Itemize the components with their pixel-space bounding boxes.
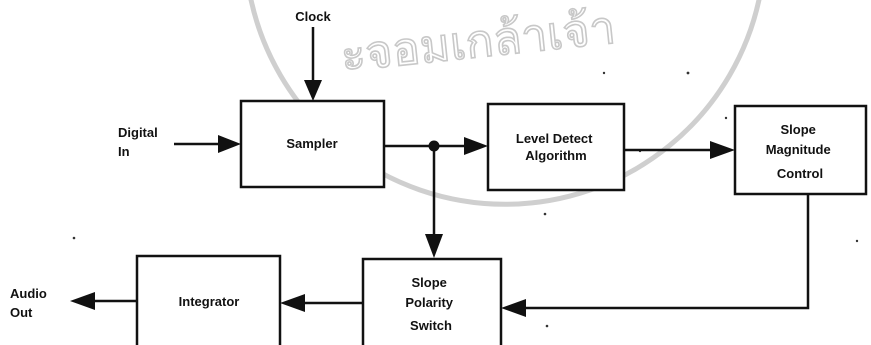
arrowhead bbox=[280, 294, 305, 312]
arrowhead bbox=[70, 292, 95, 310]
arrowhead bbox=[710, 141, 735, 159]
junction-to-slope-polarity-connector bbox=[425, 146, 443, 258]
clock-to-sampler-connector bbox=[304, 27, 322, 101]
integrator-to-audio-out-connector bbox=[70, 292, 137, 310]
clock-label: Clock bbox=[295, 9, 331, 24]
arrowhead bbox=[464, 137, 488, 155]
digital-in-to-sampler-connector bbox=[174, 135, 241, 153]
slope-magnitude-block bbox=[733, 104, 868, 196]
digital-in-label: Digital In bbox=[118, 125, 161, 159]
arrowhead bbox=[501, 299, 526, 317]
arrowhead bbox=[304, 80, 322, 101]
slope-polarity-to-integrator-connector bbox=[280, 294, 363, 312]
audio-out-label: Audio Out bbox=[10, 286, 50, 320]
level-detect-to-slope-magnitude-connector bbox=[624, 141, 735, 159]
arrowhead bbox=[218, 135, 241, 153]
arrowhead bbox=[425, 234, 443, 258]
level-detect-label: Level Detect Algorithm bbox=[516, 131, 596, 163]
slope-magnitude-label: Slope Magnitude Control bbox=[766, 122, 835, 181]
slope-magnitude-to-slope-polarity-connector bbox=[501, 194, 810, 317]
level-detect-block bbox=[486, 102, 626, 192]
sampler-to-level-detect-connector bbox=[384, 137, 488, 155]
integrator-block bbox=[135, 254, 282, 345]
sampler-label: Sampler bbox=[286, 136, 337, 151]
integrator-label: Integrator bbox=[179, 294, 240, 309]
watermark-text: ะจอมเกล้าเจ้า bbox=[338, 0, 618, 82]
watermark-ring bbox=[248, 0, 762, 207]
slope-polarity-block bbox=[361, 257, 503, 345]
slope-polarity-label: Slope Polarity Switch bbox=[405, 275, 456, 333]
sampler-block bbox=[239, 99, 386, 189]
